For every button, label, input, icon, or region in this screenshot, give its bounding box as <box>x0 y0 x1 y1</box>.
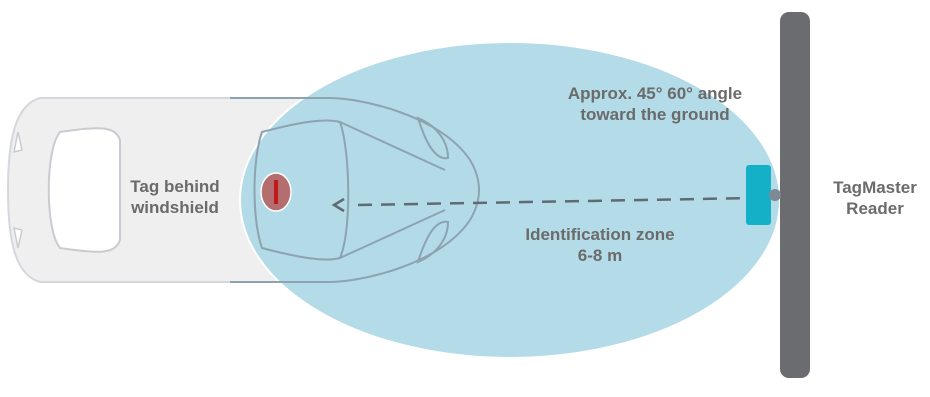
reader-label-line2: Reader <box>846 199 904 218</box>
tag-label: Tag behind windshield <box>110 176 240 218</box>
signal-line <box>331 196 756 213</box>
angle-label: Approx. 45° 60° angle toward the ground <box>540 83 770 125</box>
reader-label-line1: TagMaster <box>833 178 917 197</box>
headlight-bottom <box>416 220 450 264</box>
rfid-tag-icon <box>260 172 292 212</box>
car-rear-light-bottom <box>13 226 23 249</box>
car-front-outline <box>230 97 480 283</box>
reader-pole <box>780 12 810 378</box>
angle-label-line2: toward the ground <box>580 105 730 124</box>
car-rear-light-top <box>13 131 23 154</box>
angle-label-line1: Approx. 45° 60° angle <box>567 84 743 103</box>
car-rear-window <box>47 127 121 253</box>
zone-label-line2: 6-8 m <box>577 246 623 265</box>
reader-label: TagMaster Reader <box>820 177 930 219</box>
arrow-left-icon <box>331 197 345 213</box>
rfid-reader-icon <box>746 165 781 225</box>
tag-label-line1: Tag behind <box>130 177 220 196</box>
zone-label-line1: Identification zone <box>525 225 675 244</box>
zone-label: Identification zone 6-8 m <box>500 224 700 266</box>
tag-label-line2: windshield <box>131 198 219 217</box>
headlight-top <box>416 116 450 160</box>
